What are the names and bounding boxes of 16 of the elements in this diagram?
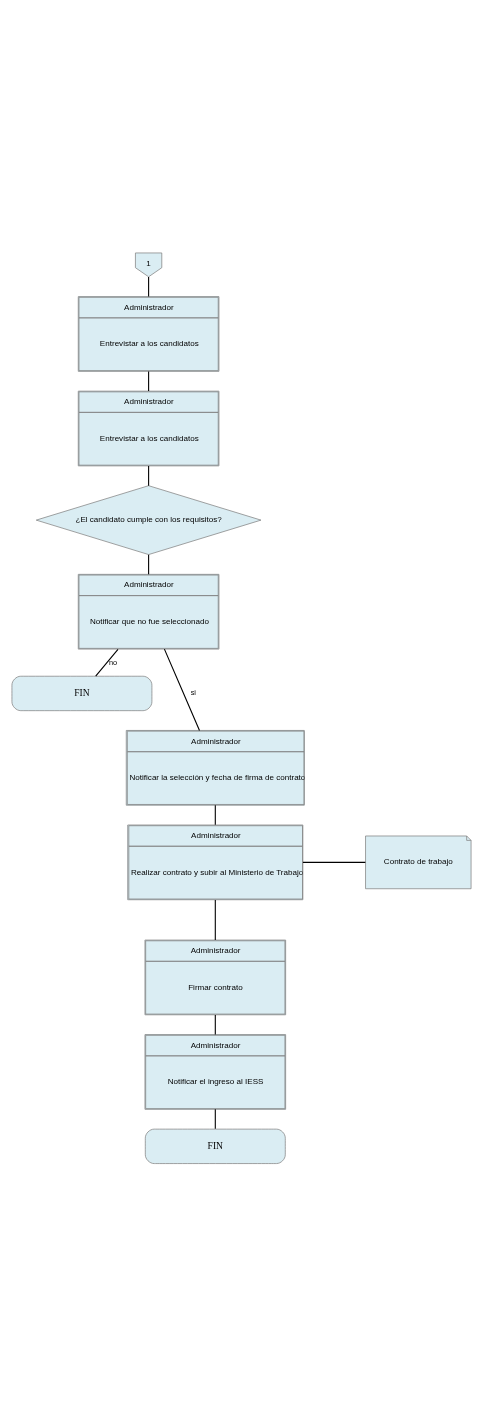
edge-label: no	[108, 656, 117, 666]
node-diamond: ¿El candidato cumple con los requisitos?	[35, 484, 261, 555]
connector	[301, 861, 366, 863]
connector	[147, 275, 149, 297]
connector	[147, 464, 149, 486]
node-box: FIN	[11, 675, 152, 711]
edge-label: si	[190, 687, 196, 697]
connector	[214, 1013, 216, 1035]
connector	[147, 370, 149, 391]
connector	[94, 648, 119, 677]
node-box: FIN	[144, 1128, 286, 1164]
connector	[147, 553, 149, 575]
connector	[163, 648, 200, 731]
connector	[214, 1108, 216, 1129]
connector	[214, 804, 216, 825]
connector	[214, 898, 216, 941]
